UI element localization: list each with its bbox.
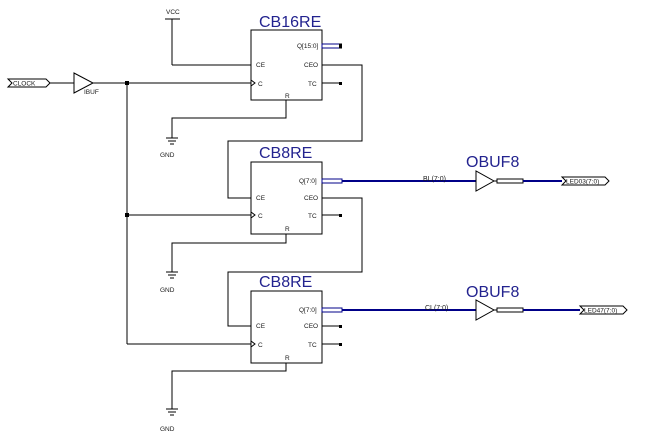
gnd-symbol — [166, 408, 178, 416]
pin-c: C — [258, 213, 263, 220]
clock-pin-marker — [250, 211, 256, 219]
counter-cb8re-2[interactable]: CB8RE CE C R Q[7:0] CEO TC — [250, 274, 323, 364]
gnd-symbol — [166, 137, 178, 145]
counter-title: CB8RE — [259, 145, 312, 162]
vcc-label: VCC — [166, 9, 180, 16]
counter-cb16re[interactable]: CB16RE CE C R Q[15:0] CEO TC — [250, 14, 323, 101]
clock-input-port[interactable]: CLOCK — [6, 78, 51, 88]
gnd-symbol — [166, 271, 178, 279]
pin-ce: CE — [256, 195, 266, 202]
obuf8-title: OBUF8 — [466, 284, 519, 301]
ceo-pin-cap — [339, 325, 342, 328]
clock-pin-marker — [250, 79, 256, 87]
obuf8-title: OBUF8 — [466, 154, 519, 171]
led47-port-label: LED47(7:0) — [584, 308, 617, 315]
reset-wire — [171, 234, 287, 272]
junction-dot — [125, 81, 129, 85]
pin-q: Q[15:0] — [297, 43, 319, 50]
tc-pin-cap — [339, 214, 342, 217]
q8-bus-stub — [321, 178, 343, 184]
pin-ce: CE — [256, 323, 266, 330]
gnd-label: GND — [160, 287, 175, 294]
led03-port-label: LED03(7:0) — [566, 179, 599, 186]
pin-r: R — [285, 355, 290, 362]
reset-wire — [171, 100, 287, 138]
obuf8-buffer-1[interactable]: OBUF8 — [466, 154, 524, 192]
pin-c: C — [258, 342, 263, 349]
obuf8-buffer-2[interactable]: OBUF8 — [466, 284, 524, 321]
q16-bus-stub — [321, 43, 341, 49]
led47-output-port[interactable]: LED47(7:0) — [578, 305, 628, 315]
pin-r: R — [285, 93, 290, 100]
pin-ceo: CEO — [304, 195, 318, 202]
pin-ceo: CEO — [304, 323, 318, 330]
ibuf-symbol[interactable]: IBUF — [73, 72, 99, 96]
counter-cb8re-1[interactable]: CB8RE CE C R Q[7:0] CEO TC — [250, 145, 323, 235]
pin-r: R — [285, 226, 290, 233]
tc-pin-cap — [339, 343, 342, 346]
pin-ceo: CEO — [304, 62, 318, 69]
pin-tc: TC — [308, 81, 317, 88]
clock-pin-marker — [250, 340, 256, 348]
gnd-label: GND — [160, 152, 175, 159]
gnd-label: GND — [160, 426, 175, 433]
ceo-cascade-wire — [227, 197, 363, 327]
bus-net-label: BL(7:0) — [423, 176, 446, 183]
pin-tc: TC — [308, 213, 317, 220]
pin-q: Q[7:0] — [299, 178, 317, 185]
bus-net-label: CL(7:0) — [425, 305, 448, 312]
led03-output-port[interactable]: LED03(7:0) — [560, 176, 610, 186]
counter-title: CB16RE — [259, 14, 321, 31]
tc-pin-cap — [339, 82, 342, 85]
pin-ce: CE — [256, 62, 266, 69]
pin-q: Q[7:0] — [299, 307, 317, 314]
ibuf-label: IBUF — [84, 89, 99, 96]
pin-c: C — [258, 81, 263, 88]
clock-port-label: CLOCK — [13, 81, 36, 88]
pin-tc: TC — [308, 342, 317, 349]
counter-title: CB8RE — [259, 274, 312, 291]
q16-bus-cap — [339, 43, 342, 49]
ceo-cascade-wire — [227, 64, 363, 199]
vcc-symbol: VCC — [165, 9, 180, 20]
reset-wire — [171, 363, 287, 409]
q8-bus-stub — [321, 307, 343, 313]
